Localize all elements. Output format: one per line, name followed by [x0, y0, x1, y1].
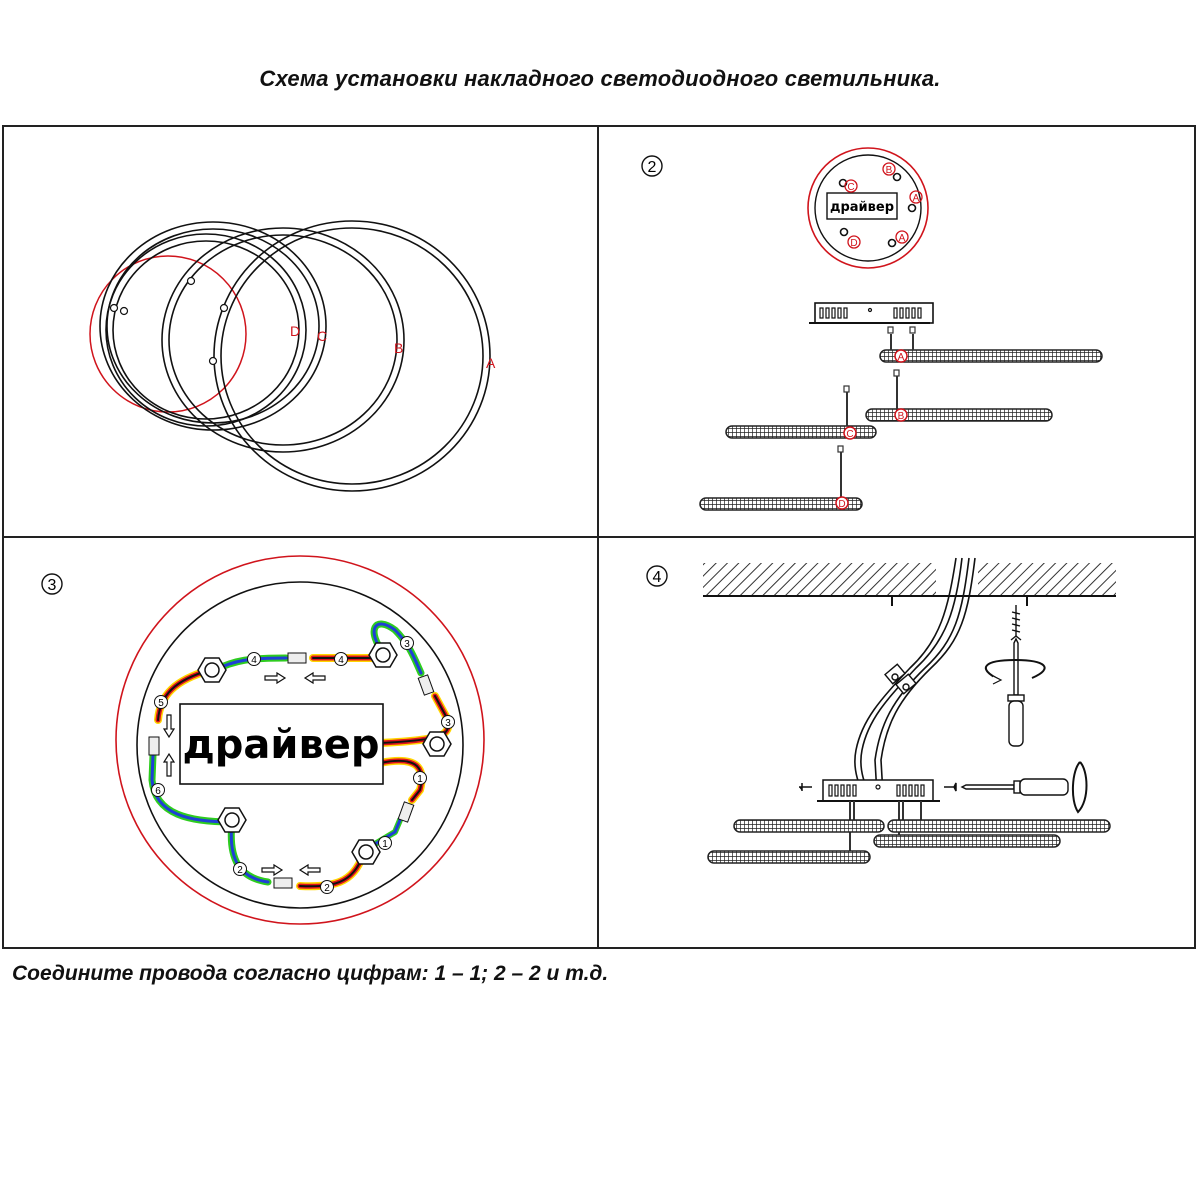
side-screws — [799, 782, 957, 792]
badge-6: 6 — [151, 783, 165, 797]
ring-label-d: D — [290, 323, 300, 339]
bar-a — [879, 349, 1103, 363]
plate-outer-ring — [115, 555, 485, 925]
bar-label-a: A — [898, 352, 905, 363]
driver-box-side — [809, 302, 934, 324]
top-label-a1: A — [913, 193, 920, 204]
screwdriver-vertical-icon — [1007, 637, 1025, 747]
svg-text:4: 4 — [251, 655, 257, 666]
ring-a — [213, 220, 491, 492]
svg-text:3: 3 — [404, 639, 410, 650]
svg-text:1: 1 — [382, 839, 388, 850]
mount-holes — [109, 276, 229, 366]
bar-d — [699, 497, 863, 511]
svg-text:4: 4 — [338, 655, 344, 666]
led-bars-assembled — [707, 801, 1111, 864]
plate-inner-ring — [136, 581, 464, 909]
badge-5: 5 — [154, 695, 168, 709]
wire-number-badges: 4 4 3 3 5 6 1 1 2 2 — [151, 636, 455, 894]
top-label-c: C — [847, 182, 854, 193]
bar-label-c: C — [846, 429, 853, 440]
badge-4b: 4 — [334, 652, 348, 666]
svg-text:2: 2 — [237, 865, 243, 876]
top-label-d: D — [850, 238, 857, 249]
svg-text:2: 2 — [324, 883, 330, 894]
instruction-footer: Соедините провода согласно цифрам: 1 – 1… — [12, 962, 609, 985]
badge-1a: 1 — [413, 771, 427, 785]
ceiling — [703, 563, 1116, 606]
step-number-4: 4 — [646, 565, 668, 587]
svg-text:6: 6 — [155, 786, 161, 797]
top-label-b: B — [886, 165, 893, 176]
panel-3: 3 — [41, 555, 485, 925]
svg-text:5: 5 — [158, 698, 164, 709]
bar-b — [865, 408, 1053, 422]
driver-box-mounted — [817, 779, 940, 802]
hex-nuts — [197, 642, 452, 865]
badge-3b: 3 — [441, 715, 455, 729]
step-number-2: 2 — [641, 155, 663, 177]
driver-box — [179, 703, 384, 785]
step-number-3: 3 — [41, 573, 63, 595]
bar-c — [725, 425, 877, 439]
top-view-plate: драйвер B C A A D — [807, 147, 929, 269]
connection-arrows — [162, 671, 326, 877]
svg-text:4: 4 — [653, 569, 662, 586]
svg-text:3: 3 — [445, 718, 451, 729]
ring-label-c: C — [317, 328, 327, 344]
screwdriver-horizontal-icon — [960, 778, 1069, 796]
badge-3a: 3 — [400, 636, 414, 650]
terminal-block — [884, 663, 917, 695]
badge-2a: 2 — [233, 862, 247, 876]
connector-boxes — [148, 652, 435, 889]
page-title: Схема установки накладного светодиодного… — [259, 66, 941, 91]
svg-text:1: 1 — [417, 774, 423, 785]
badge-2b: 2 — [320, 880, 334, 894]
led-bars-exploded: A B C D — [699, 326, 1103, 511]
bar-label-d: D — [838, 499, 845, 510]
badge-4a: 4 — [247, 652, 261, 666]
screw-top-icon — [1010, 605, 1022, 641]
panel-1-rings: D C B A — [89, 220, 496, 492]
rotation-arrow-horizontal-icon — [985, 658, 1046, 685]
ring-b — [161, 227, 405, 453]
badge-1b: 1 — [378, 836, 392, 850]
ring-label-a: A — [486, 355, 496, 371]
driver-label-small: драйвер — [830, 200, 894, 215]
panel-grid — [2, 125, 1196, 949]
svg-text:2: 2 — [648, 159, 657, 176]
rotation-arrow-vertical-icon — [1072, 761, 1088, 814]
bar-label-b: B — [898, 411, 905, 422]
driver-label-large: драйвер — [182, 722, 379, 768]
panel-4: 4 — [646, 557, 1116, 864]
panel-2: 2 драйвер B C A A D — [641, 147, 1103, 511]
top-label-a2: A — [899, 233, 906, 244]
ring-label-b: B — [394, 340, 403, 356]
svg-text:3: 3 — [48, 577, 57, 594]
power-cables — [854, 557, 976, 796]
